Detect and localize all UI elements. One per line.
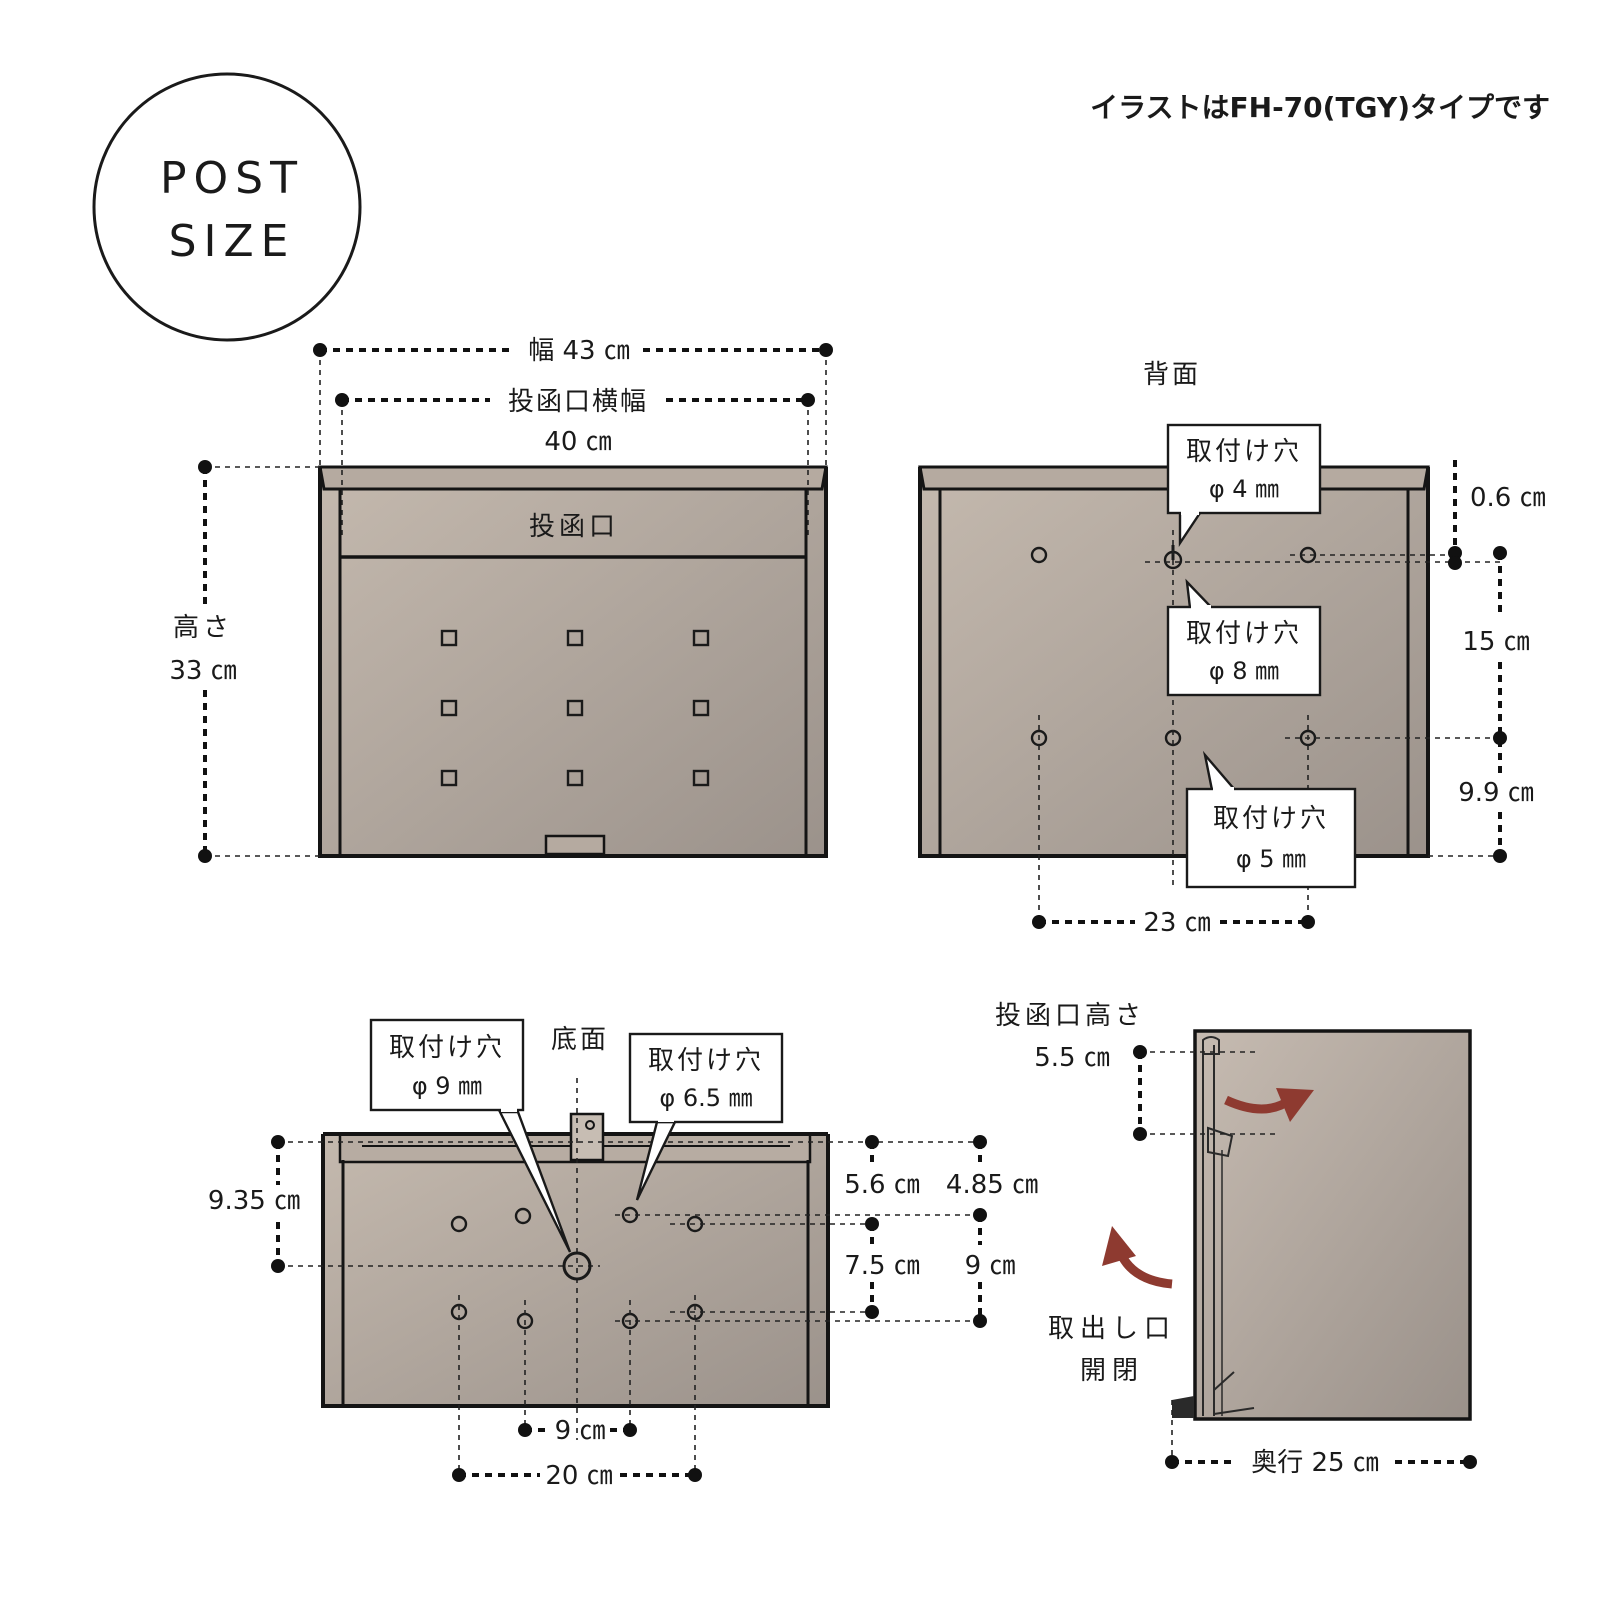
front-width: 幅 43 ㎝ (528, 336, 630, 366)
bottom-dim-20: 20 ㎝ (545, 1461, 612, 1491)
front-latch (544, 834, 606, 856)
back-dim-99: 9.9 ㎝ (1458, 778, 1534, 808)
bottom-title: 底面 (551, 1025, 609, 1055)
back-dim-06: 0.6 ㎝ (1470, 483, 1546, 513)
front-body (320, 467, 826, 856)
back-title: 背面 (1143, 360, 1201, 390)
back-dim-23: 23 ㎝ (1143, 908, 1210, 938)
hole-8mm: φ 8 ㎜ (1209, 657, 1279, 685)
badge-line1: POST (160, 153, 304, 204)
bottom-dim-75: 7.5 ㎝ (844, 1251, 920, 1281)
callout-hole-5mm (1185, 787, 1357, 889)
post-size-badge: POST SIZE (92, 72, 362, 342)
illustration-note: イラストはFH-70(TGY)タイプです (1090, 91, 1550, 124)
vent-holes (440, 629, 710, 787)
slot-label: 投函口 (529, 512, 619, 542)
hole-65mm: φ 6.5 ㎜ (659, 1084, 752, 1112)
open-label-1: 取出し口 (1048, 1314, 1176, 1344)
callout-hole-65mm (628, 1032, 784, 1124)
callout-hole-9mm (369, 1018, 525, 1112)
back-view: 背面 0.6 ㎝ 15 ㎝ 9.9 ㎝ (918, 360, 1546, 938)
bottom-hole-9mm (562, 1251, 592, 1281)
hole-label: 取付け穴 (1213, 804, 1329, 834)
slot-width-label: 投函口横幅 (508, 387, 648, 417)
height-label: 高さ (173, 613, 233, 643)
bottom-dim-9h: 9 ㎝ (555, 1416, 606, 1446)
hinge-tab (569, 1112, 605, 1162)
hole-4mm: φ 4 ㎜ (1209, 475, 1279, 503)
side-view: 投函口高さ 5.5 ㎝ 取出し口 開閉 奥行 25 ㎝ (995, 1001, 1477, 1478)
bottom-dim-56: 5.6 ㎝ (844, 1170, 920, 1200)
bottom-dim-935: 9.35 ㎝ (208, 1186, 300, 1216)
back-hole (1030, 546, 1048, 564)
open-label-2: 開閉 (1080, 1356, 1144, 1386)
hole-label: 取付け穴 (1186, 437, 1302, 467)
bottom-view: 底面 9.35 ㎝ (208, 1018, 1038, 1491)
front-view: 投函口 幅 43 ㎝ 投函口横幅 40 ㎝ 高さ 33 ㎝ (169, 336, 833, 863)
slot-width-value: 40 ㎝ (544, 427, 611, 457)
slot-height-value: 5.5 ㎝ (1034, 1043, 1110, 1073)
hole-9mm: φ 9 ㎜ (412, 1072, 482, 1100)
badge-line2: SIZE (169, 216, 296, 267)
height-value: 33 ㎝ (169, 656, 236, 686)
back-dim-15: 15 ㎝ (1462, 627, 1529, 657)
hole-5mm: φ 5 ㎜ (1236, 845, 1306, 873)
bottom-body (323, 1134, 828, 1406)
hole-label: 取付け穴 (648, 1046, 764, 1076)
hole-label: 取付け穴 (389, 1033, 505, 1063)
callout-hole-8mm (1166, 605, 1322, 697)
side-body (1193, 1029, 1472, 1421)
callout-hole-4mm (1166, 423, 1322, 515)
slot-height-label: 投函口高さ (995, 1001, 1145, 1031)
hole-label: 取付け穴 (1186, 619, 1302, 649)
side-depth: 奥行 25 ㎝ (1251, 1448, 1379, 1478)
bottom-dim-9v: 9 ㎝ (965, 1251, 1016, 1281)
bottom-dim-485: 4.85 ㎝ (946, 1170, 1038, 1200)
